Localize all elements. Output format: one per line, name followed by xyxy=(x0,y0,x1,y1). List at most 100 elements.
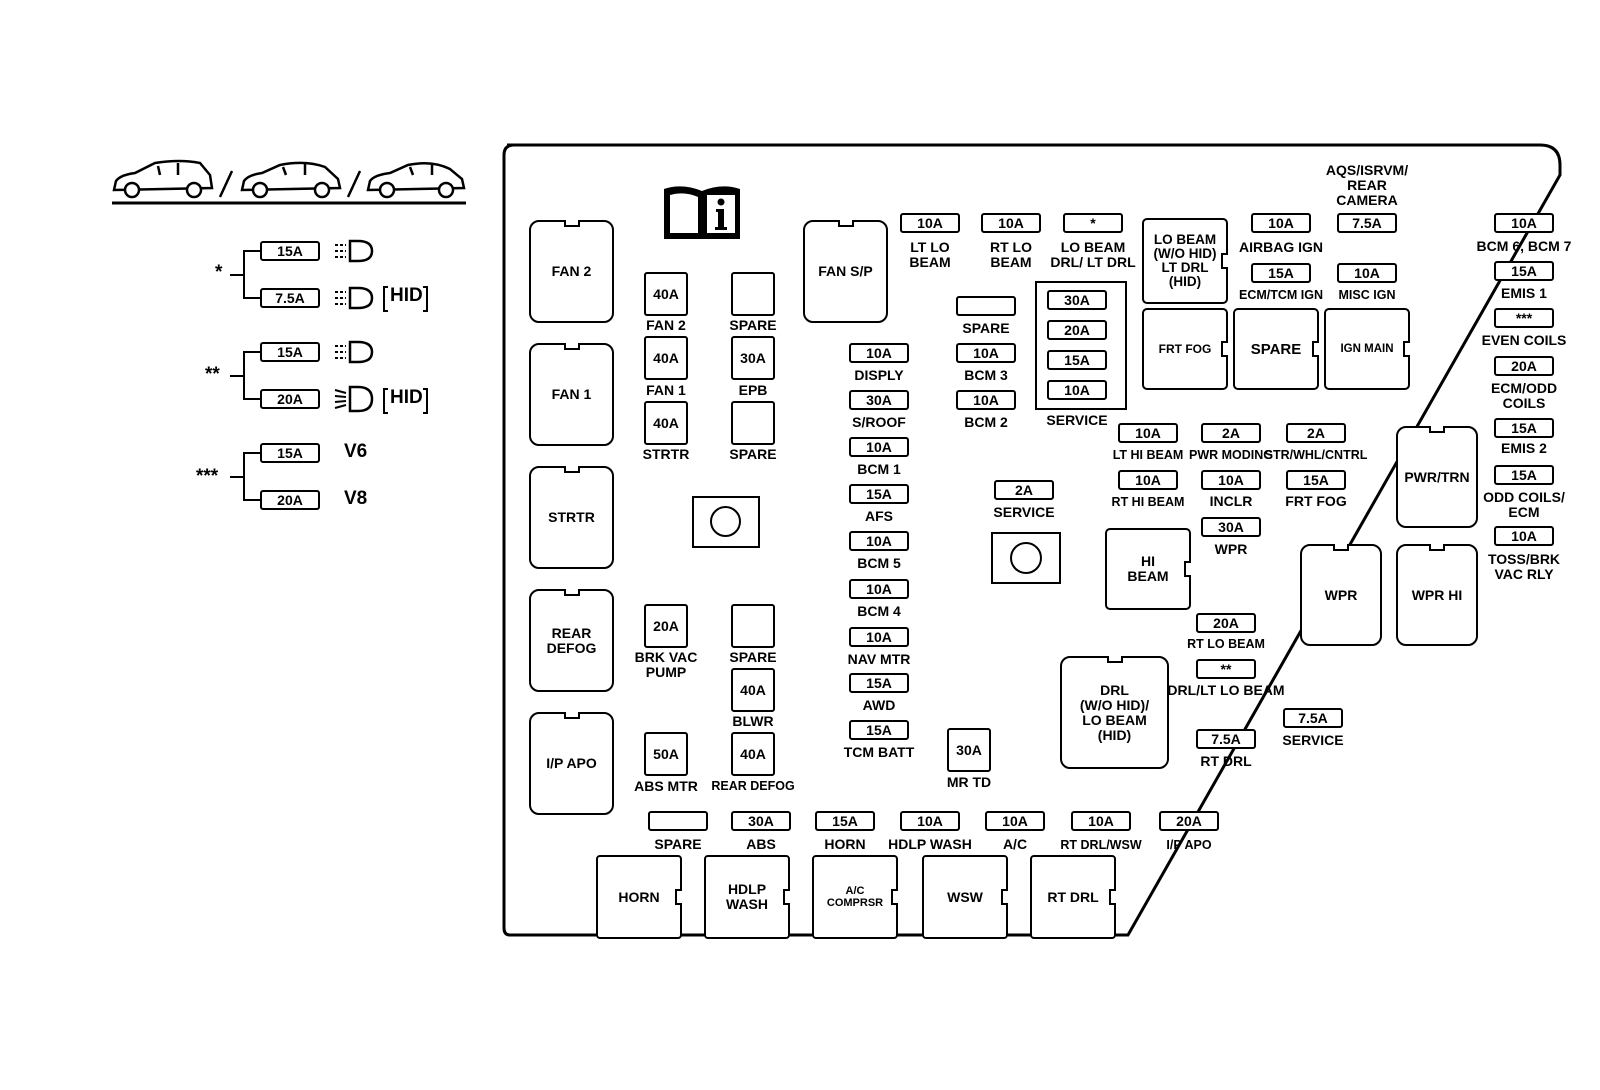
relay-hi-beam[interactable]: HI BEAM xyxy=(1105,528,1191,610)
fuse-bcm-5[interactable]: 10A xyxy=(849,531,909,551)
fuse-rt-drl[interactable]: 7.5A xyxy=(1196,729,1256,749)
fuse-abs[interactable]: 30A xyxy=(731,811,791,831)
fuse-service-30a[interactable]: 30A xyxy=(1047,290,1107,310)
fuse-ac-label: A/C xyxy=(1002,836,1028,852)
jcase-fan-2[interactable]: 40A xyxy=(644,272,688,316)
fuse-rt-hi-beam[interactable]: 10A xyxy=(1118,470,1178,490)
fuse-pwr-moding[interactable]: 2A xyxy=(1201,423,1261,443)
fuse-str-whl-cntrl[interactable]: 2A xyxy=(1286,423,1346,443)
fuse-emis-1-label: EMIS 1 xyxy=(1501,285,1547,301)
jcase-spare-1-label: SPARE xyxy=(729,317,777,333)
fuse-rt-lo-beam[interactable]: 10A xyxy=(981,213,1041,233)
fuse-spare-top[interactable] xyxy=(956,296,1016,316)
fuse-bcm-3[interactable]: 10A xyxy=(956,343,1016,363)
fuse-sroof[interactable]: 30A xyxy=(849,390,909,410)
fuse-rt-drl-wsw[interactable]: 10A xyxy=(1071,811,1131,831)
low-beam-icon xyxy=(335,239,374,263)
fuse-ac[interactable]: 10A xyxy=(985,811,1045,831)
fuse-misc-ign[interactable]: 10A xyxy=(1337,263,1397,283)
relay-fan-sp[interactable]: FAN S/P xyxy=(803,220,888,323)
fuse-aqs[interactable]: 7.5A xyxy=(1337,213,1397,233)
fuse-abs-label: ABS xyxy=(746,836,776,852)
fuse-service-10a[interactable]: 10A xyxy=(1047,380,1107,400)
fuse-bcm-1[interactable]: 10A xyxy=(849,437,909,457)
relay-frt-fog[interactable]: FRT FOG xyxy=(1142,308,1228,390)
fuse-ecm-odd-coils[interactable]: 20A xyxy=(1494,356,1554,376)
jcase-epb[interactable]: 30A xyxy=(731,336,775,380)
low-beam-icon xyxy=(335,340,374,364)
relay-spare[interactable]: SPARE xyxy=(1233,308,1319,390)
fuse-bcm-5-label: BCM 5 xyxy=(857,555,901,571)
jcase-rear-defog[interactable]: 40A xyxy=(731,732,775,776)
relay-wsw[interactable]: WSW xyxy=(922,855,1008,939)
fuse-awd[interactable]: 15A xyxy=(849,673,909,693)
fuse-rt-drl-label: RT DRL xyxy=(1200,753,1252,769)
relay-lo-beam[interactable]: LO BEAM (W/O HID) LT DRL (HID) xyxy=(1142,218,1228,304)
fuse-even-coils[interactable]: *** xyxy=(1494,308,1554,328)
fuse-emis-1[interactable]: 15A xyxy=(1494,261,1554,281)
legend-suffix-3b: V8 xyxy=(344,488,368,509)
fuse-service-2a[interactable]: 2A xyxy=(994,480,1054,500)
jcase-brk-vac-pump[interactable]: 20A xyxy=(644,604,688,648)
relay-hdlp-wash[interactable]: HDLP WASH xyxy=(704,855,790,939)
jcase-rear-defog-label: REAR DEFOG xyxy=(711,779,795,793)
fuse-bcm-2[interactable]: 10A xyxy=(956,390,1016,410)
relay-wpr[interactable]: WPR xyxy=(1300,544,1382,646)
relay-rt-drl[interactable]: RT DRL xyxy=(1030,855,1116,939)
fuse-lt-lo-beam-label: LT LO BEAM xyxy=(909,239,951,270)
fuse-airbag-ign[interactable]: 10A xyxy=(1251,213,1311,233)
legend-marker-2: ** xyxy=(205,364,220,385)
fuse-inclr[interactable]: 10A xyxy=(1201,470,1261,490)
relay-pwr-trn[interactable]: PWR/TRN xyxy=(1396,426,1478,528)
fuse-bottom-spare[interactable] xyxy=(648,811,708,831)
relay-drl[interactable]: DRL (W/O HID)/ LO BEAM (HID) xyxy=(1060,656,1169,769)
relay-ac-comprsr[interactable]: A/C COMPRSR xyxy=(812,855,898,939)
fuse-nav-mtr[interactable]: 10A xyxy=(849,627,909,647)
fuse-tcm-batt[interactable]: 15A xyxy=(849,720,909,740)
fuse-wpr[interactable]: 30A xyxy=(1201,517,1261,537)
fuse-hdlp-wash-label: HDLP WASH xyxy=(888,836,972,852)
jcase-abs-mtr[interactable]: 50A xyxy=(644,732,688,776)
jcase-fan-1[interactable]: 40A xyxy=(644,336,688,380)
fuse-disply-label: DISPLY xyxy=(854,367,904,383)
fuse-horn[interactable]: 15A xyxy=(815,811,875,831)
jcase-spare-2[interactable] xyxy=(731,401,775,445)
jcase-mr-td[interactable]: 30A xyxy=(947,728,991,772)
fuse-toss-brk[interactable]: 10A xyxy=(1494,526,1554,546)
fuse-emis-2[interactable]: 15A xyxy=(1494,418,1554,438)
relay-wpr-hi[interactable]: WPR HI xyxy=(1396,544,1478,646)
fuse-bcm-6-7[interactable]: 10A xyxy=(1494,213,1554,233)
fuse-ecm-tcm-ign[interactable]: 15A xyxy=(1251,263,1311,283)
fuse-service-7-5a[interactable]: 7.5A xyxy=(1283,708,1343,728)
legend-suffix-2b: HID xyxy=(390,387,423,408)
relay-horn[interactable]: HORN xyxy=(596,855,682,939)
fuse-lo-beam-drl[interactable]: * xyxy=(1063,213,1123,233)
fuse-ip-apo[interactable]: 20A xyxy=(1159,811,1219,831)
fuse-drl-lt-lo-beam[interactable]: ** xyxy=(1196,659,1256,679)
jcase-blwr[interactable]: 40A xyxy=(731,668,775,712)
stud-icon xyxy=(1010,542,1042,574)
fuse-bcm-4-label: BCM 4 xyxy=(857,603,901,619)
relay-fan-2[interactable]: FAN 2 xyxy=(529,220,614,323)
relay-ip-apo[interactable]: I/P APO xyxy=(529,712,614,815)
fuse-afs[interactable]: 15A xyxy=(849,484,909,504)
fuse-lt-lo-beam[interactable]: 10A xyxy=(900,213,960,233)
fuse-service-15a[interactable]: 15A xyxy=(1047,350,1107,370)
fuse-afs-label: AFS xyxy=(865,508,893,524)
jcase-spare-1[interactable] xyxy=(731,272,775,316)
relay-strtr[interactable]: STRTR xyxy=(529,466,614,569)
fuse-disply[interactable]: 10A xyxy=(849,343,909,363)
relay-fan-1[interactable]: FAN 1 xyxy=(529,343,614,446)
fuse-service-20a[interactable]: 20A xyxy=(1047,320,1107,340)
fuse-rt-lo-beam-2[interactable]: 20A xyxy=(1196,613,1256,633)
jcase-spare-3[interactable] xyxy=(731,604,775,648)
fuse-bcm-4[interactable]: 10A xyxy=(849,579,909,599)
fuse-frt-fog[interactable]: 15A xyxy=(1286,470,1346,490)
legend-fuse-1b: 7.5A xyxy=(260,288,320,308)
fuse-odd-coils-ecm[interactable]: 15A xyxy=(1494,465,1554,485)
relay-ign-main[interactable]: IGN MAIN xyxy=(1324,308,1410,390)
fuse-hdlp-wash[interactable]: 10A xyxy=(900,811,960,831)
fuse-lt-hi-beam[interactable]: 10A xyxy=(1118,423,1178,443)
jcase-strtr[interactable]: 40A xyxy=(644,401,688,445)
relay-rear-defog[interactable]: REAR DEFOG xyxy=(529,589,614,692)
